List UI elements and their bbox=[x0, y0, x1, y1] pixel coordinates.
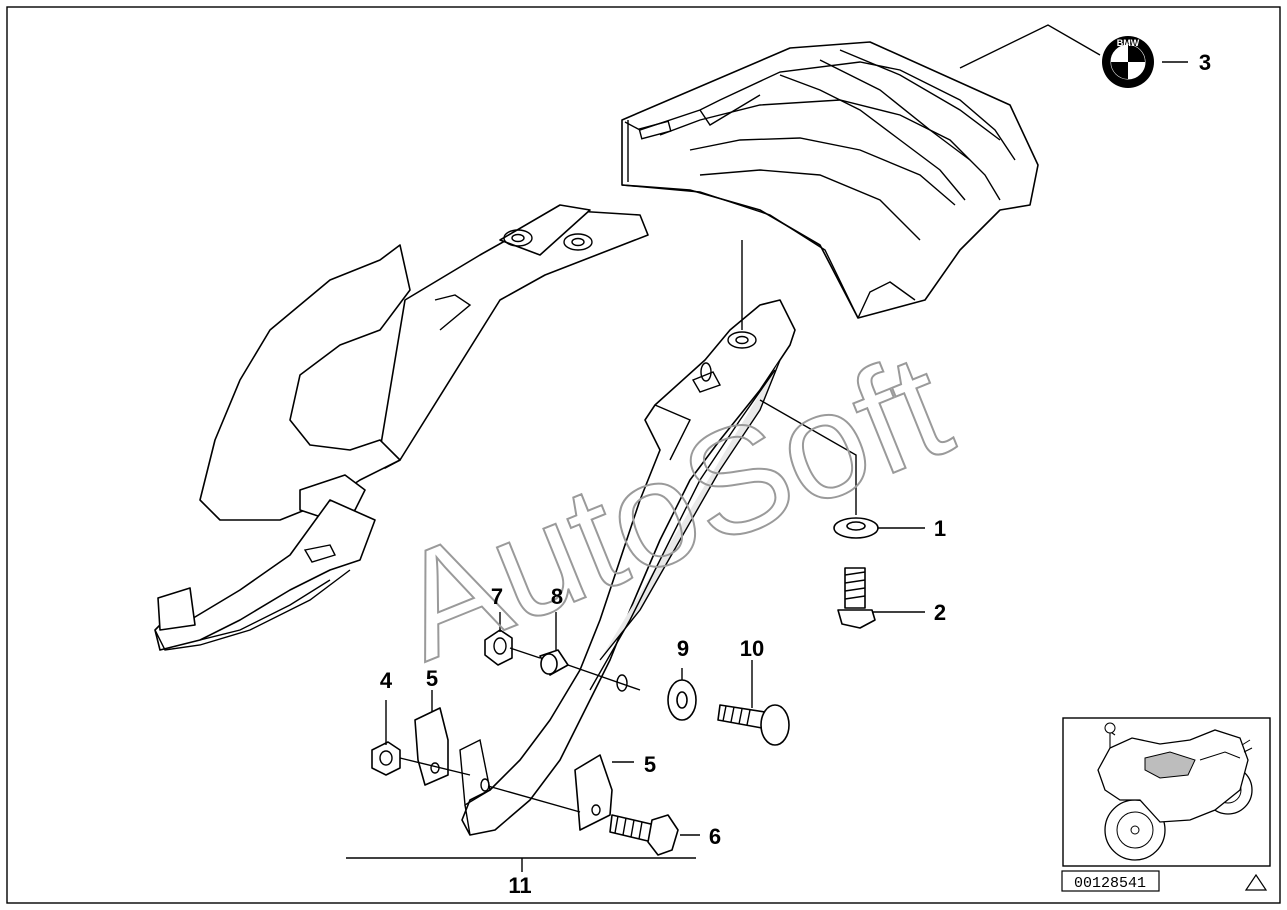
washer-part-1 bbox=[833, 517, 879, 539]
watermark-text: AutoSoft bbox=[374, 320, 970, 691]
callout-3: 3 bbox=[1199, 50, 1211, 75]
sleeve-part-8 bbox=[539, 649, 569, 676]
callout-4: 4 bbox=[380, 668, 393, 693]
callout-5-left: 5 bbox=[426, 666, 438, 691]
callout-9: 9 bbox=[677, 636, 689, 661]
motorcycle-inset bbox=[1062, 717, 1271, 867]
bmw-emblem-part-3: BMW bbox=[1102, 36, 1154, 88]
nut-part-4 bbox=[371, 741, 401, 776]
screw-part-10 bbox=[717, 704, 790, 746]
callout-10: 10 bbox=[740, 636, 764, 661]
luggage-rack-plate bbox=[621, 41, 1039, 319]
callout-1: 1 bbox=[934, 516, 946, 541]
left-bracket bbox=[154, 204, 649, 651]
callout-2: 2 bbox=[934, 600, 946, 625]
document-number-box: 00128541 bbox=[1061, 870, 1160, 892]
callout-8: 8 bbox=[551, 584, 563, 609]
bmw-logo-text: BMW bbox=[1117, 38, 1140, 48]
watermark-group: AutoSoft bbox=[373, 319, 971, 692]
callout-6: 6 bbox=[709, 824, 721, 849]
washer-part-9 bbox=[667, 679, 697, 721]
right-bracket bbox=[459, 299, 796, 836]
triangle-icon bbox=[1244, 873, 1268, 891]
diagram-frame bbox=[6, 6, 1281, 904]
callout-11: 11 bbox=[508, 873, 531, 898]
clamp-part-5-left bbox=[414, 707, 449, 786]
callout-7: 7 bbox=[491, 584, 503, 609]
callout-5-right: 5 bbox=[644, 752, 656, 777]
screw-part-2 bbox=[837, 567, 876, 629]
bolt-part-6 bbox=[609, 814, 679, 856]
clamp-part-5-right bbox=[574, 754, 613, 831]
document-number: 00128541 bbox=[1074, 875, 1146, 892]
leader-lines bbox=[346, 24, 1188, 872]
